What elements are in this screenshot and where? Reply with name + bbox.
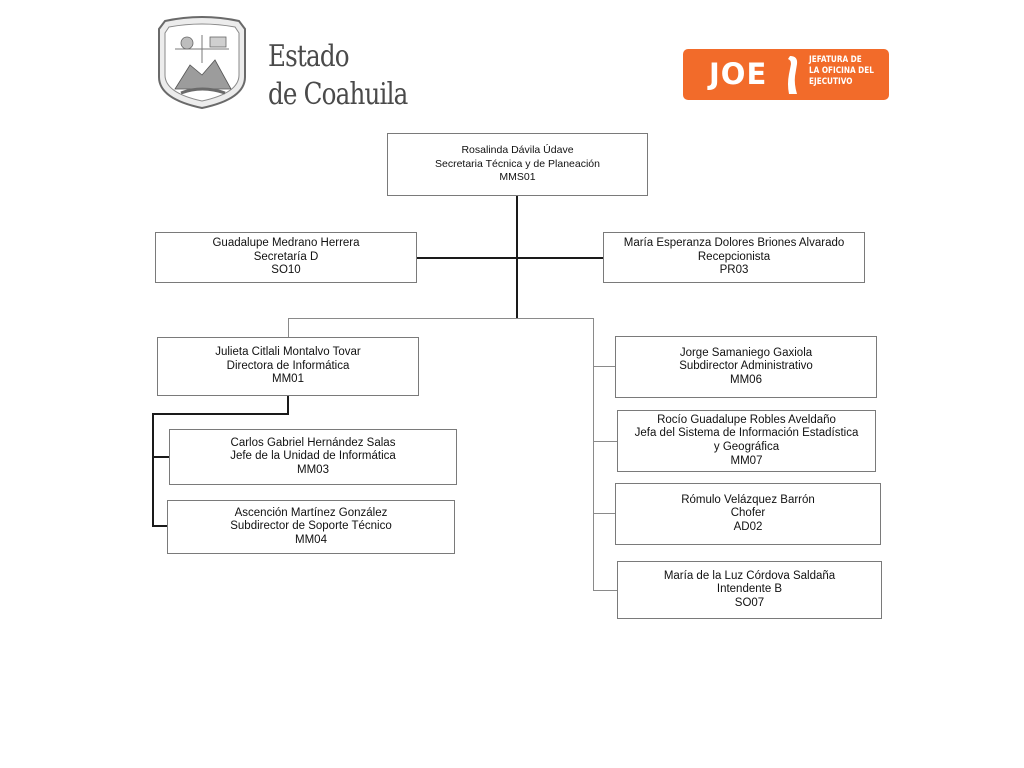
connector-director-up (288, 318, 289, 338)
node-name: Rosalinda Dávila Údave (461, 144, 574, 157)
state-name-line-1: Estado (268, 39, 350, 74)
node-code: AD02 (733, 520, 763, 533)
node-code: MM03 (297, 463, 329, 476)
node-title: Directora de Informática (226, 359, 350, 372)
node-code: MM01 (272, 373, 304, 386)
node-name: Carlos Gabriel Hernández Salas (230, 436, 396, 449)
org-node-stats-head: Rocío Guadalupe Robles Aveldaño Jefa del… (617, 410, 876, 472)
connector-staff-left (416, 257, 517, 259)
node-title: Subdirector Administrativo (679, 360, 813, 373)
org-node-it-unit-head: Carlos Gabriel Hernández Salas Jefe de l… (169, 429, 457, 485)
joe-badge-mark-icon (788, 56, 798, 94)
node-title-cont: y Geográfica (713, 441, 780, 453)
connector-driver (593, 513, 615, 514)
node-name: Jorge Samaniego Gaxiola (679, 346, 813, 359)
node-name: Rocío Guadalupe Robles Aveldaño (657, 413, 836, 426)
org-node-driver: Rómulo Velázquez Barrón Chofer AD02 (615, 483, 881, 545)
state-name: Estado de Coahuila (268, 38, 408, 114)
node-title: Chofer (730, 507, 766, 520)
node-code: SO10 (271, 264, 301, 277)
connector-director-branch (152, 413, 289, 415)
state-name-line-2: de Coahuila (268, 77, 408, 112)
joe-badge-logo: JOE JEFATURA DE LA OFICINA DEL EJECUTIVO (683, 49, 889, 100)
node-title: Jefa del Sistema de Información Estadíst… (634, 427, 859, 440)
node-name: Ascención Martínez González (234, 506, 388, 519)
node-title: Recepcionista (697, 250, 771, 263)
connector-director-down (287, 396, 289, 414)
node-name: María de la Luz Córdova Saldaña (663, 569, 836, 582)
node-title: Subdirector de Soporte Técnico (230, 520, 392, 533)
node-title: Secretaría D (253, 250, 319, 263)
node-name: Rómulo Velázquez Barrón (681, 493, 815, 506)
node-title: Intendente B (716, 583, 783, 596)
joe-badge-subtitle-line-2: LA OFICINA DEL (809, 66, 874, 76)
org-node-director-it: Julieta Citlali Montalvo Tovar Directora… (157, 337, 419, 396)
node-name: Julieta Citlali Montalvo Tovar (215, 346, 361, 359)
node-title: Jefe de la Unidad de Informática (230, 450, 396, 463)
connector-stats-head (593, 441, 617, 442)
node-code: MMS01 (499, 171, 536, 184)
joe-badge-subtitle-line-3: EJECUTIVO (809, 77, 853, 87)
connector-it-spine (152, 413, 154, 527)
connector-it-support (152, 525, 168, 527)
org-node-it-support: Ascención Martínez González Subdirector … (167, 500, 455, 554)
connector-admin-sub (593, 366, 615, 367)
node-code: MM04 (295, 533, 327, 546)
node-name: Guadalupe Medrano Herrera (212, 237, 360, 250)
node-name: María Esperanza Dolores Briones Alvarado (623, 237, 845, 250)
connector-level-bar (288, 318, 594, 319)
joe-badge-subtitle-line-1: JEFATURA DE (809, 55, 862, 65)
joe-badge-text: JOE (709, 57, 768, 91)
org-node-admin-sub: Jorge Samaniego Gaxiola Subdirector Admi… (615, 336, 877, 398)
connector-it-unit-head (152, 456, 170, 458)
connector-right-spine (593, 318, 594, 591)
node-code: SO07 (734, 596, 765, 609)
node-code: MM07 (730, 454, 763, 467)
org-node-janitor: María de la Luz Córdova Saldaña Intenden… (617, 561, 882, 619)
org-node-staff-right: María Esperanza Dolores Briones Alvarado… (603, 232, 865, 283)
node-title: Secretaria Técnica y de Planeación (435, 157, 600, 170)
node-code: MM06 (730, 373, 762, 386)
connector-staff-right (517, 257, 604, 259)
coahuila-seal-logo (155, 15, 249, 110)
node-code: PR03 (719, 264, 749, 277)
joe-badge-subtitle: JEFATURA DE LA OFICINA DEL EJECUTIVO (809, 55, 874, 88)
connector-janitor (593, 590, 617, 591)
org-node-staff-left: Guadalupe Medrano Herrera Secretaría D S… (155, 232, 417, 283)
org-node-root: Rosalinda Dávila Údave Secretaria Técnic… (387, 133, 648, 196)
